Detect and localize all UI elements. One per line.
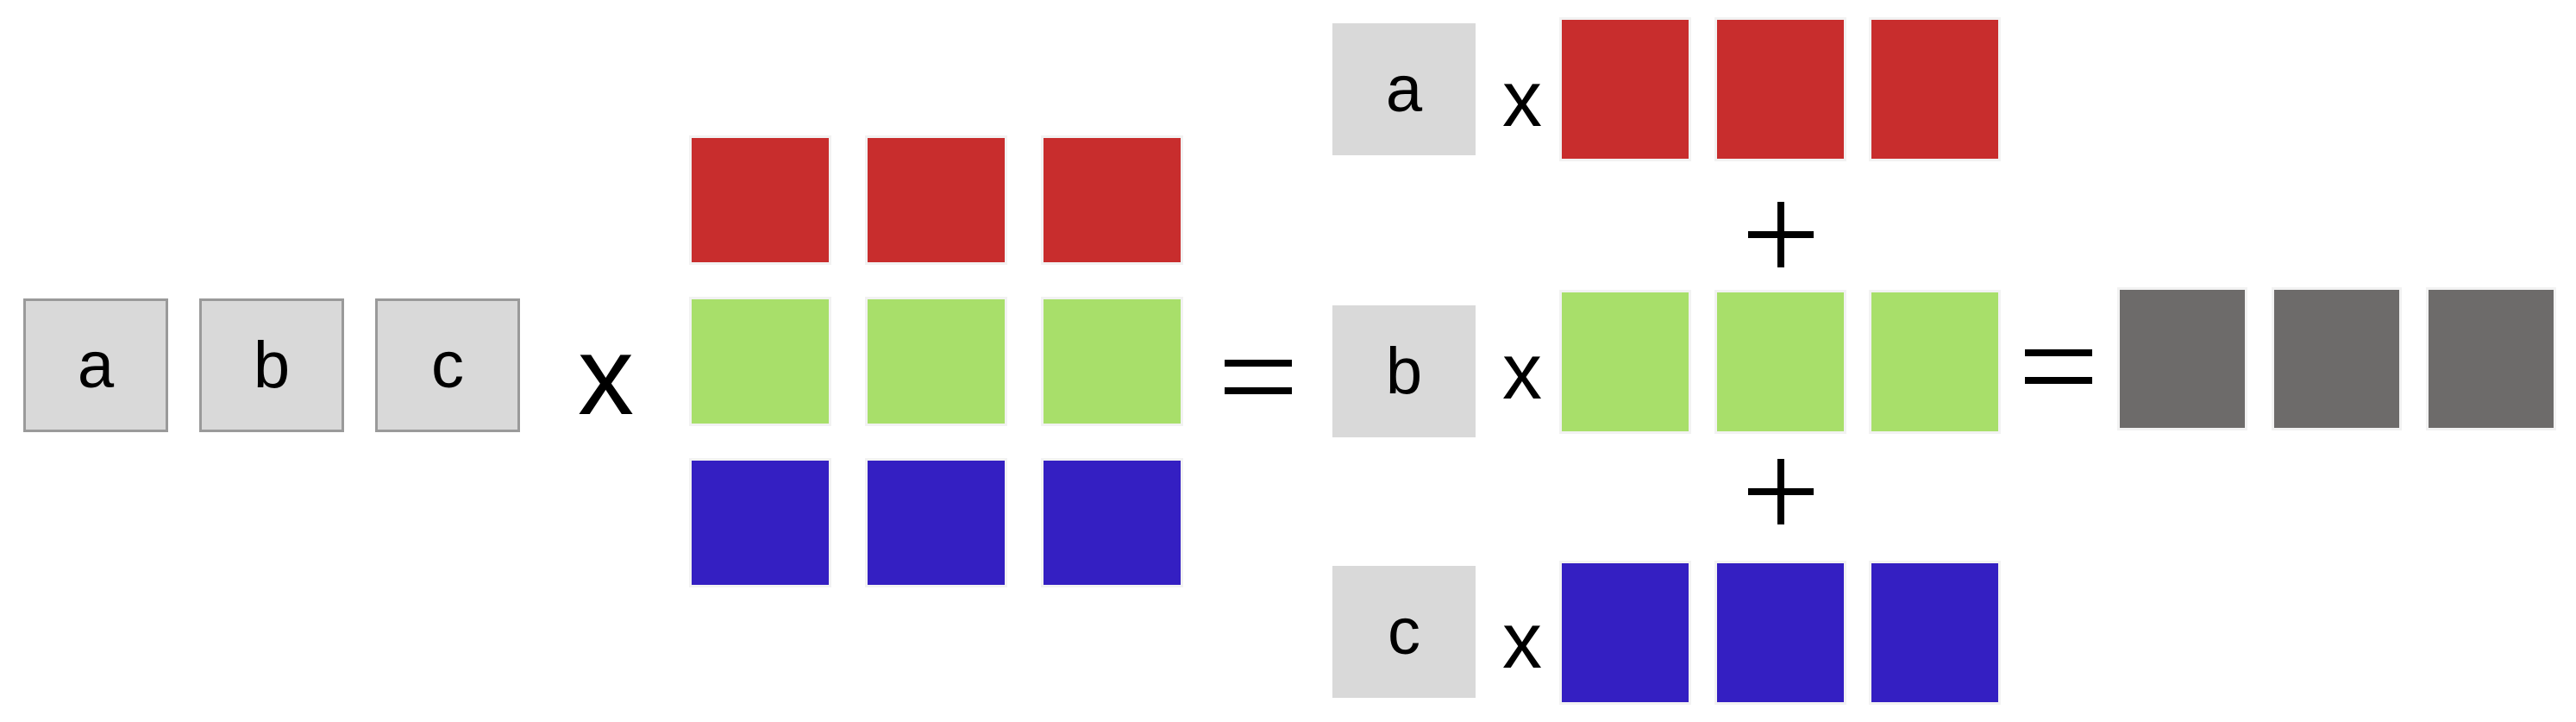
matrix-r2-c2 bbox=[865, 297, 1007, 426]
result-tile-3 bbox=[2426, 287, 2556, 430]
result-tile-2 bbox=[2272, 287, 2402, 430]
row-a-times-label: x bbox=[1502, 55, 1542, 143]
row-c-label: c bbox=[1388, 594, 1420, 669]
row-c-tile-2 bbox=[1714, 561, 1846, 705]
multiply-label: x bbox=[578, 312, 634, 438]
multiply-sign: x bbox=[565, 311, 647, 440]
vector-box-a: a bbox=[23, 298, 168, 432]
row-a-times: x bbox=[1492, 52, 1552, 147]
vector-box-b: b bbox=[199, 298, 344, 432]
matrix-r1-c1 bbox=[689, 135, 831, 265]
row-b-times-label: x bbox=[1502, 328, 1542, 416]
matrix-r3-c2 bbox=[865, 458, 1007, 587]
row-c-times: x bbox=[1492, 593, 1552, 688]
vector-label-c: c bbox=[431, 328, 464, 402]
vector-box-c: c bbox=[375, 298, 520, 432]
row-a-label: a bbox=[1385, 52, 1423, 126]
row-a-tile-3 bbox=[1869, 17, 2001, 161]
plus-sign-1 bbox=[1748, 202, 1814, 267]
row-c-tile-1 bbox=[1559, 561, 1691, 705]
row-c-tile-3 bbox=[1869, 561, 2001, 705]
row-b-tile-1 bbox=[1559, 290, 1691, 434]
matrix-r1-c3 bbox=[1041, 135, 1183, 265]
row-c-label-box: c bbox=[1332, 566, 1476, 698]
matrix-r3-c1 bbox=[689, 458, 831, 587]
matrix-r2-c1 bbox=[689, 297, 831, 426]
result-tile-1 bbox=[2117, 287, 2247, 430]
row-a-tile-1 bbox=[1559, 17, 1691, 161]
row-b-tile-2 bbox=[1714, 290, 1846, 434]
vector-label-b: b bbox=[253, 328, 291, 402]
equals-sign-2 bbox=[2025, 349, 2092, 384]
row-a-label-box: a bbox=[1332, 23, 1476, 155]
row-b-label: b bbox=[1385, 334, 1423, 408]
matrix-r2-c3 bbox=[1041, 297, 1183, 426]
row-c-times-label: x bbox=[1502, 597, 1542, 685]
row-b-label-box: b bbox=[1332, 305, 1476, 437]
matrix-r3-c3 bbox=[1041, 458, 1183, 587]
matrix-r1-c2 bbox=[865, 135, 1007, 265]
row-a-tile-2 bbox=[1714, 17, 1846, 161]
plus-sign-2 bbox=[1748, 459, 1814, 524]
row-b-tile-3 bbox=[1869, 290, 2001, 434]
row-b-times: x bbox=[1492, 324, 1552, 419]
equals-sign-1 bbox=[1225, 360, 1292, 394]
vector-label-a: a bbox=[77, 328, 115, 402]
